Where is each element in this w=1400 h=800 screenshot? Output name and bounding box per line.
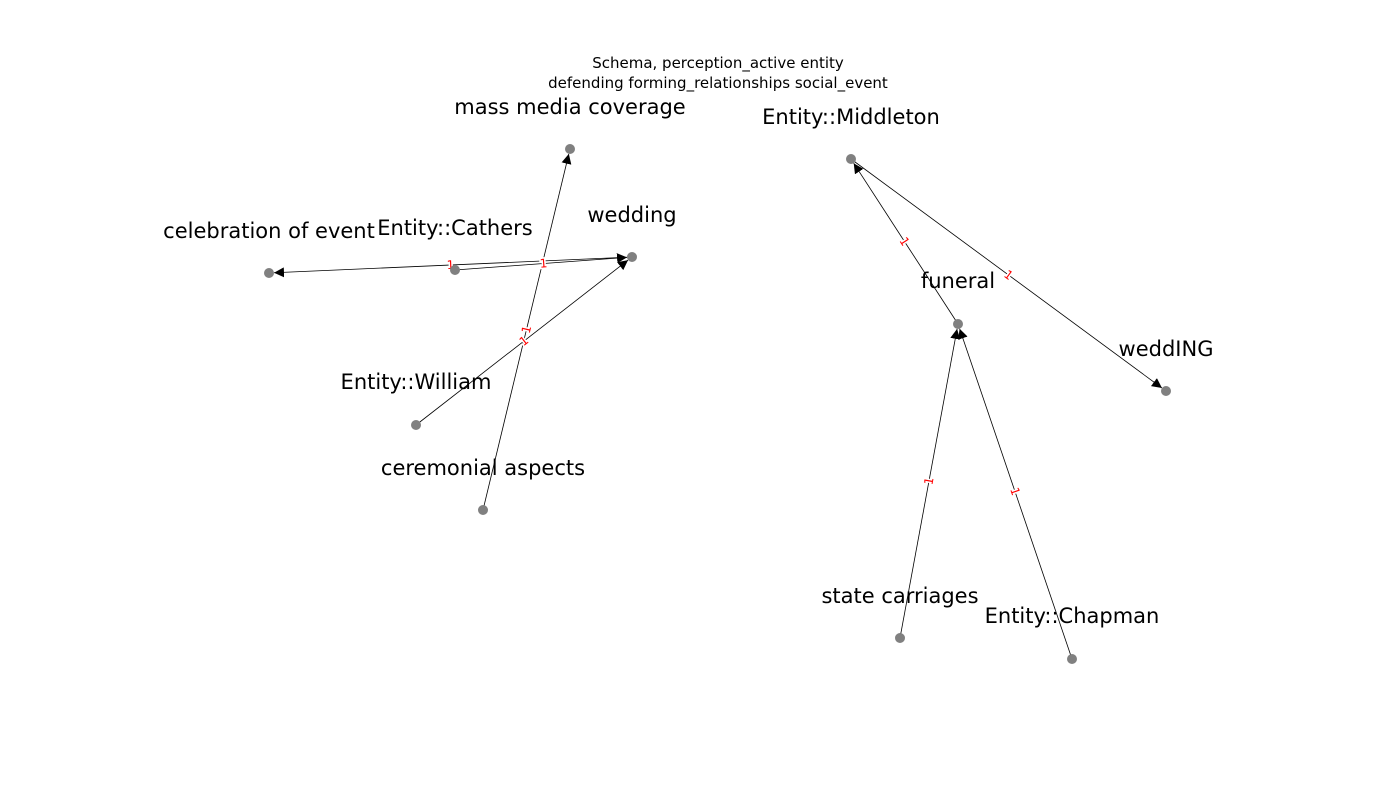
edge-label: 1 [539, 256, 548, 271]
node-entity-cathers [450, 265, 460, 275]
node-label-entity-middleton: Entity::Middleton [762, 105, 940, 129]
node-label-entity-cathers: Entity::Cathers [377, 216, 533, 240]
edge-entity_cathers-to-wedding [454, 253, 628, 271]
edge-label: 1 [897, 234, 913, 248]
node-label-celebration-of-event: celebration of event [163, 219, 375, 243]
node-label-entity-chapman: Entity::Chapman [985, 604, 1160, 628]
edge-label: 1 [1007, 486, 1023, 498]
edge-entity_william-to-wedding [415, 259, 629, 426]
edge-label: 1 [1001, 267, 1015, 283]
node-entity-middleton [846, 154, 856, 164]
node-label-state-carriages: state carriages [821, 584, 978, 608]
node-wedding-caps [1161, 386, 1171, 396]
edge-label: 1 [517, 333, 532, 349]
graph-title-line-2: defending forming_relationships social_e… [548, 74, 888, 93]
node-state-carriages [895, 633, 905, 643]
node-celebration-of-event [264, 268, 274, 278]
node-label-funeral: funeral [921, 269, 995, 293]
edge-wedding-to-celebration_of_event [273, 256, 633, 278]
node-label-mass-media-coverage: mass media coverage [454, 95, 685, 119]
node-label-entity-william: Entity::William [341, 370, 492, 394]
edge-label: 1 [446, 258, 454, 272]
edge-entity_middleton-to-wedding_caps [850, 158, 1163, 389]
node-entity-william [411, 420, 421, 430]
edge-funeral-to-entity_middleton [853, 162, 959, 325]
node-label-ceremonial-aspects: ceremonial aspects [381, 456, 585, 480]
node-wedding [627, 252, 637, 262]
node-label-wedding: wedding [587, 203, 676, 227]
node-ceremonial-aspects [478, 505, 488, 515]
edge-label: 1 [921, 476, 936, 486]
edge-entity_chapman-to-funeral [958, 328, 1073, 660]
node-label-wedding-caps: weddING [1119, 337, 1214, 361]
edge-ceremonial_aspects-to-mass_media_coverage [482, 153, 572, 511]
edge-state_carriages-to-funeral [899, 328, 961, 639]
node-entity-chapman [1067, 654, 1077, 664]
graph-title-line-1: Schema, perception_active entity [592, 54, 844, 73]
node-funeral [953, 319, 963, 329]
node-mass-media-coverage [565, 144, 575, 154]
